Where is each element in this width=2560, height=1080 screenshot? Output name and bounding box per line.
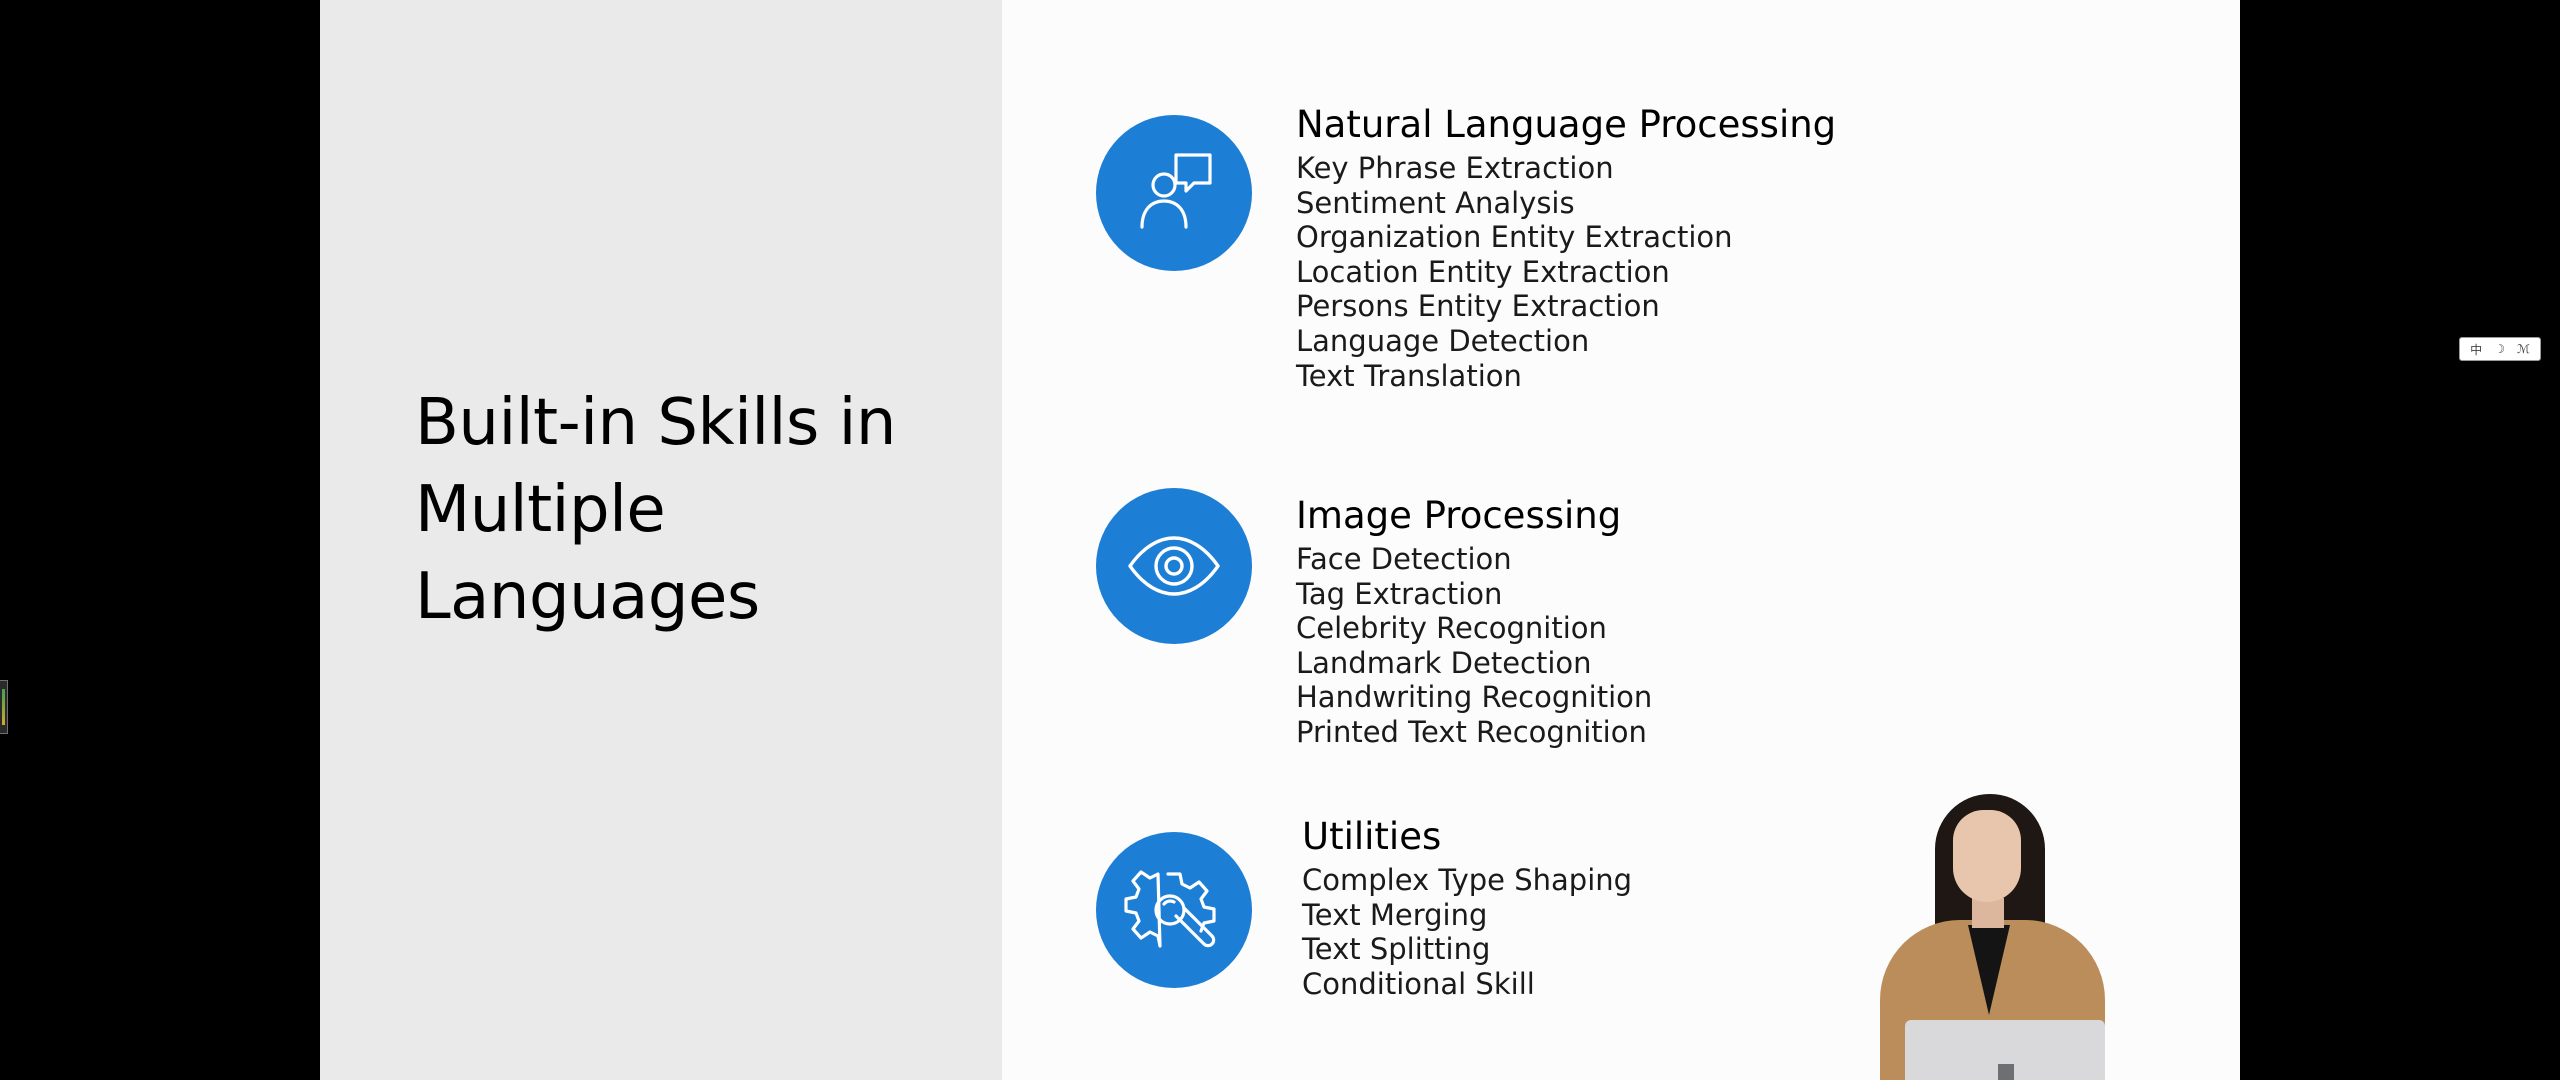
section-heading: Utilities xyxy=(1302,815,1442,858)
section-text: Natural Language Processing Key Phrase E… xyxy=(1296,103,1836,393)
eye-icon xyxy=(1096,488,1252,644)
list-item: Sentiment Analysis xyxy=(1296,185,1575,220)
list-item: Organization Entity Extraction xyxy=(1296,220,1733,255)
list-item: Text Splitting xyxy=(1302,932,1491,967)
list-item: Text Translation xyxy=(1296,358,1522,393)
list-item: Key Phrase Extraction xyxy=(1296,151,1614,185)
list-item: Location Entity Extraction xyxy=(1296,254,1670,289)
section-text: Image Processing Face Detection Tag Extr… xyxy=(1296,494,1652,750)
gear-wrench-icon xyxy=(1096,832,1252,988)
presenter-neck xyxy=(1972,898,2004,928)
list-item: Printed Text Recognition xyxy=(1296,714,1647,749)
ime-width-toggle[interactable]: ℳ xyxy=(2517,342,2530,356)
skill-list: Complex Type Shaping Text Merging Text S… xyxy=(1302,863,1632,1001)
list-item: Complex Type Shaping xyxy=(1302,863,1633,897)
slide-title: Built-in Skills in Multiple Languages xyxy=(415,386,896,634)
presenter-video xyxy=(1850,780,2130,1080)
ime-mode-icon[interactable]: ☽ xyxy=(2494,342,2505,356)
section-text: Utilities Complex Type Shaping Text Merg… xyxy=(1302,815,1632,1001)
person-speech-bubble-icon xyxy=(1096,115,1252,271)
section-heading: Image Processing xyxy=(1296,494,1622,537)
list-item: Persons Entity Extraction xyxy=(1296,289,1660,324)
presentation-slide: Built-in Skills in Multiple Languages Na… xyxy=(320,0,2240,1080)
slide-left-panel: Built-in Skills in Multiple Languages xyxy=(320,0,1002,1080)
skill-list: Key Phrase Extraction Sentiment Analysis… xyxy=(1296,151,1836,393)
side-panel-handle[interactable] xyxy=(0,680,8,734)
list-item: Landmark Detection xyxy=(1296,645,1592,680)
section-heading: Natural Language Processing xyxy=(1296,103,1837,146)
list-item: Celebrity Recognition xyxy=(1296,611,1607,646)
ime-toolbar[interactable]: 中 ☽ ℳ xyxy=(2459,337,2541,361)
list-item: Tag Extraction xyxy=(1296,576,1503,611)
laptop-logo-icon xyxy=(1998,1064,2014,1080)
list-item: Face Detection xyxy=(1296,542,1512,576)
ime-language-toggle[interactable]: 中 xyxy=(2470,342,2483,357)
presenter-face xyxy=(1953,810,2021,902)
skill-list: Face Detection Tag Extraction Celebrity … xyxy=(1296,542,1652,750)
list-item: Language Detection xyxy=(1296,323,1590,358)
list-item: Handwriting Recognition xyxy=(1296,680,1653,715)
list-item: Text Merging xyxy=(1302,897,1488,932)
list-item: Conditional Skill xyxy=(1302,966,1535,1001)
